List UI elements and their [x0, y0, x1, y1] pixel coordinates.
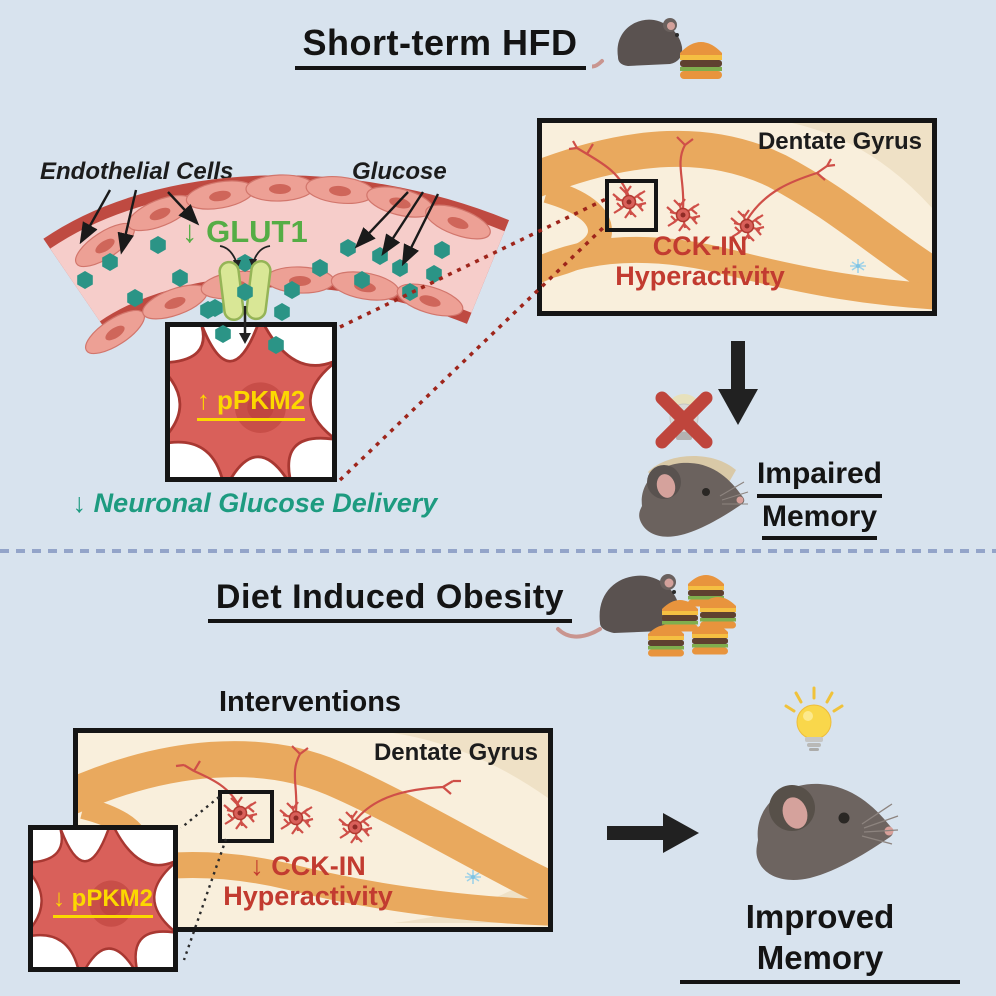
- burger-pile: [648, 575, 736, 657]
- mouse-tail: [556, 627, 602, 639]
- astrocyte-icon: [850, 259, 866, 273]
- cck-hyperactivity-label-bottom: ↓ CCK-IN Hyperactivity: [223, 851, 393, 912]
- neuron-icon: [33, 830, 173, 967]
- lightbulb-on-icon: [784, 686, 844, 751]
- cck-hyperactivity-label-top: CCK-IN Hyperactivity: [615, 231, 785, 292]
- section-divider: [0, 549, 996, 553]
- dentate-gyrus-title-top: Dentate Gyrus: [757, 128, 922, 155]
- mouse-eye: [838, 812, 850, 824]
- endothelial-cells-label: Endothelial Cells: [40, 158, 234, 185]
- zoom-target-square-top: [605, 179, 658, 232]
- mouse-tail: [592, 59, 604, 69]
- burger-icon: [680, 42, 722, 79]
- astrocyte-icon: [465, 870, 481, 884]
- mouse-icon: [599, 575, 681, 633]
- mouse-eye: [675, 33, 679, 37]
- ppkm2-down-label: ↓ pPKM2: [33, 885, 173, 918]
- bottom-title-text: Diet Induced Obesity: [207, 578, 573, 623]
- down-arrow-icon: [718, 341, 758, 425]
- ppkm2-up-label: ↑ pPKM2: [170, 385, 332, 421]
- granule-cell-band-upper: [78, 741, 548, 909]
- granule-cell-band-upper: [542, 130, 932, 296]
- glucose-delivery-label: ↓ Neuronal Glucose Delivery: [72, 488, 438, 518]
- neuron-inset-bottom: ↓ pPKM2: [28, 825, 178, 972]
- red-x-icon: [655, 391, 713, 449]
- mouse-with-burger-illustration: [592, 18, 722, 79]
- top-section-title: Short-term HFD: [250, 22, 630, 70]
- dentate-gyrus-panel-top: Dentate Gyrus CCK-IN Hyperactivity: [537, 118, 937, 316]
- neuron-inset-top: ↑ pPKM2: [165, 322, 337, 482]
- neuron-somata: [232, 805, 363, 835]
- mouse-head-icon: [639, 455, 749, 537]
- bottom-section-title: Diet Induced Obesity: [200, 578, 580, 623]
- right-arrow-icon: [607, 813, 699, 853]
- improved-memory-label: Improved Memory: [680, 896, 960, 984]
- dentate-gyrus-title-bottom: Dentate Gyrus: [373, 739, 538, 766]
- interventions-label: Interventions: [218, 686, 402, 718]
- top-title-text: Short-term HFD: [294, 22, 586, 70]
- obese-mouse-with-burgers-illustration: [556, 574, 736, 657]
- mouse-eye: [672, 590, 676, 594]
- impaired-memory-label: Impaired Memory: [742, 455, 897, 540]
- mouse-icon: [617, 19, 683, 66]
- zoom-target-square-bottom: [218, 790, 274, 843]
- mouse-head-icon: [756, 783, 899, 880]
- dentate-gyrus-illustration: [542, 123, 932, 310]
- impaired-mouse-illustration: [639, 391, 749, 537]
- glut1-label: ↓ GLUT1: [182, 214, 308, 249]
- neuron-somata: [621, 194, 755, 234]
- glucose-label: Glucose: [352, 158, 447, 185]
